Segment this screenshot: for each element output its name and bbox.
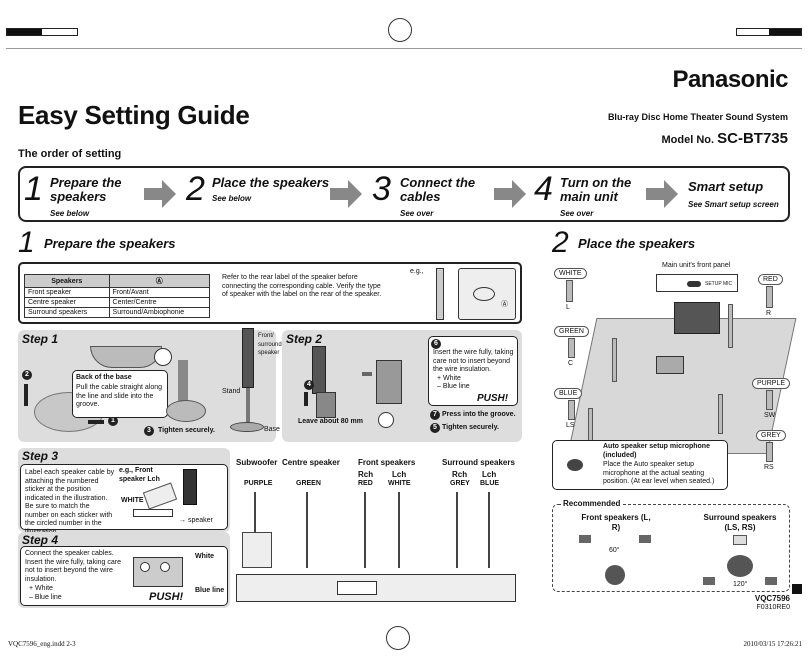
mic-callout: Auto speaker setup microphone (included)… (552, 440, 728, 490)
right-arrow-icon (88, 420, 104, 424)
cable-line (364, 492, 366, 568)
step-4-panel: Step 4 Connect the speaker cables. Inser… (18, 532, 230, 608)
page-title: Easy Setting Guide (18, 100, 250, 130)
tv-icon (674, 302, 720, 334)
brand-logo: Panasonic (672, 66, 788, 93)
section-1-heading: 1 Prepare the speakers (18, 226, 176, 259)
crosshair-bottom-icon (386, 626, 410, 650)
down-arrow-icon (24, 384, 28, 406)
arrow-icon (330, 188, 350, 200)
terminal-icon (316, 392, 336, 418)
rear-label-icon: Ⓐ (458, 268, 516, 320)
speaker-label-blue: BLUE (554, 388, 583, 399)
cable-line (254, 492, 256, 562)
base-icon (230, 422, 264, 432)
sticker-icon (183, 469, 197, 505)
main-unit-rear-icon (236, 574, 516, 602)
tighten-label: Tighten securely. (158, 427, 215, 434)
arrow-icon (646, 188, 666, 200)
section-2-heading: 2 Place the speakers (552, 226, 696, 259)
down-arrow-icon (304, 392, 308, 406)
crop-marks (6, 48, 802, 49)
speaker-label-red: RED (758, 274, 783, 285)
model-number: Model No. SC-BT735 (661, 130, 788, 147)
listener-icon (605, 565, 625, 585)
cable-line (398, 492, 400, 568)
step-3-box: Label each speaker cable by attaching th… (20, 464, 228, 536)
speaker-rear-icon (436, 268, 444, 320)
base-bottom-icon (166, 400, 206, 422)
speaker-rear-icon (312, 346, 326, 394)
cable-line (306, 492, 308, 568)
back-of-base-callout: Back of the base Pull the cable straight… (72, 370, 168, 418)
crosshair-top-icon (388, 18, 412, 42)
order-steps-box: 1 Prepare the speakers See below 2 Place… (18, 166, 790, 222)
listener-icon (727, 555, 753, 577)
cable-line (456, 492, 458, 568)
product-name: Blu-ray Disc Home Theater Sound System (607, 112, 788, 122)
cable-chart: Subwoofer Centre speaker Front speakers … (232, 448, 522, 608)
speaker-left-icon (579, 535, 591, 543)
speaker-ls-icon (703, 577, 715, 585)
step-4-box: Connect the speaker cables. Insert the w… (20, 546, 228, 606)
speaker-terminal-icon (376, 360, 402, 404)
room-diagram: Main unit's front panel SETUP MIC WHITE … (552, 258, 797, 492)
registration-bar-left (6, 28, 78, 36)
speaker-label-purple: PURPLE (752, 378, 791, 389)
arrow-icon (144, 188, 164, 200)
print-date: 2010/03/15 17:26:21 (743, 640, 802, 648)
speaker-rs-icon (765, 577, 777, 585)
label-note: Refer to the rear label of the speaker b… (222, 274, 382, 298)
arrow-icon (494, 188, 514, 200)
cable-icon (133, 509, 173, 517)
pole-icon (178, 360, 188, 404)
right-arrow-icon (362, 372, 372, 376)
sticker-sheet-icon (142, 482, 178, 510)
screw-icon (378, 412, 394, 428)
microphone-icon (567, 459, 583, 471)
step-2-panel: Step 2 4 Leave about 80 mm 6 Insert the … (282, 330, 522, 442)
doc-code: VQC7596 (754, 594, 790, 603)
front-panel-icon: SETUP MIC (656, 274, 738, 292)
file-name: VQC7596_eng.indd 2-3 (8, 640, 76, 648)
subwoofer-icon (656, 356, 684, 374)
base-back-icon (90, 346, 162, 368)
speaker-label-white: WHITE (554, 268, 587, 279)
speaker-icon (242, 328, 254, 388)
speaker-label-grey: GREY (756, 430, 786, 441)
order-heading: The order of setting (18, 148, 122, 160)
step-1-panel: Step 1 2 1 Back of the base Pull the cab… (18, 328, 282, 442)
speaker-right-icon (639, 535, 651, 543)
subwoofer-icon (242, 532, 272, 568)
step-3-panel: Step 3 Label each speaker cable by attac… (18, 448, 230, 536)
registration-bar-right (736, 28, 802, 36)
speaker-label-green: GREEN (554, 326, 589, 337)
screw-icon (154, 348, 172, 366)
registration-square (792, 584, 802, 594)
listener-top-icon (733, 535, 747, 545)
print-code: F0310RE0 (756, 604, 790, 611)
insert-wire-callout: 6 Insert the wire fully, taking care not… (428, 336, 518, 406)
terminal-icon (133, 557, 183, 587)
stand-icon (246, 388, 250, 424)
cable-line (488, 492, 490, 568)
recommended-box: Recommended Front speakers (L, R) Surrou… (552, 499, 790, 592)
